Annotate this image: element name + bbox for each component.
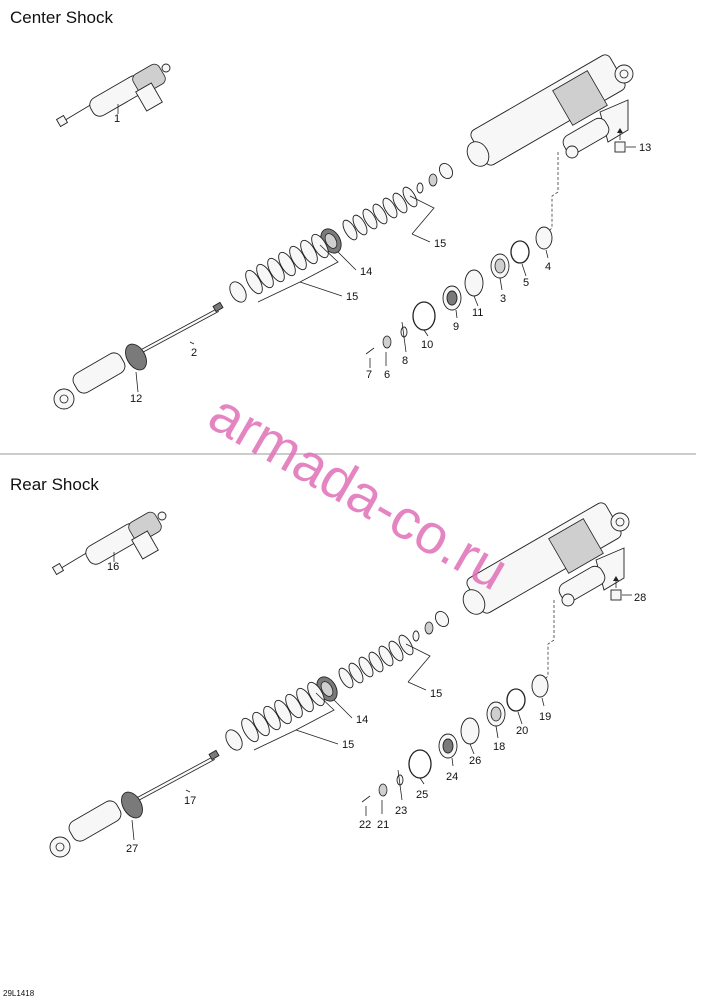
callout-label: 18 [493, 741, 505, 753]
callout-label: 8 [402, 355, 408, 367]
callout-label: 16 [107, 561, 119, 573]
watermark-text: armada-co.ru [199, 381, 519, 602]
callout-label: 19 [539, 711, 551, 723]
callouts: 1 2 3 4 5 6 7 8 9 10 11 12 13 14 15 15 [114, 113, 651, 405]
callout-label: 6 [384, 369, 390, 381]
callout-label: 15 [434, 238, 446, 250]
callout-label: 11 [472, 307, 483, 319]
callout-label: 10 [421, 339, 433, 351]
section-title: Rear Shock [10, 475, 99, 494]
callout-label: 9 [453, 321, 459, 333]
callout-label: 3 [500, 293, 506, 305]
callout-label: 7 [366, 369, 372, 381]
callout-label: 15 [430, 688, 442, 700]
section-rear-shock: Rear Shock 16 17 18 19 20 21 22 23 24 25… [10, 475, 646, 859]
callout-label: 15 [342, 739, 354, 751]
callout-label: 2 [191, 347, 197, 359]
callout-label: 15 [346, 291, 358, 303]
callout-label: 4 [545, 261, 551, 273]
callout-label: 20 [516, 725, 528, 737]
section-title: Center Shock [10, 8, 113, 27]
callout-label: 12 [130, 393, 142, 405]
callout-label: 13 [639, 142, 651, 154]
section-center-shock: Center Shock 1 2 3 4 5 6 7 8 9 10 11 12 … [10, 8, 651, 411]
reference-code: 29L1418 [3, 989, 35, 998]
callout-label: 23 [395, 805, 407, 817]
callout-label: 5 [523, 277, 529, 289]
callout-label: 27 [126, 843, 138, 855]
callout-label: 17 [184, 795, 196, 807]
callout-label: 22 [359, 819, 371, 831]
callout-label: 28 [634, 592, 646, 604]
callout-label: 25 [416, 789, 428, 801]
callout-label: 14 [360, 266, 372, 278]
callout-label: 26 [469, 755, 481, 767]
callouts: 16 17 18 19 20 21 22 23 24 25 26 27 28 1… [107, 561, 646, 855]
callout-label: 21 [377, 819, 389, 831]
callout-label: 14 [356, 714, 368, 726]
callout-label: 1 [114, 113, 120, 125]
callout-label: 24 [446, 771, 458, 783]
